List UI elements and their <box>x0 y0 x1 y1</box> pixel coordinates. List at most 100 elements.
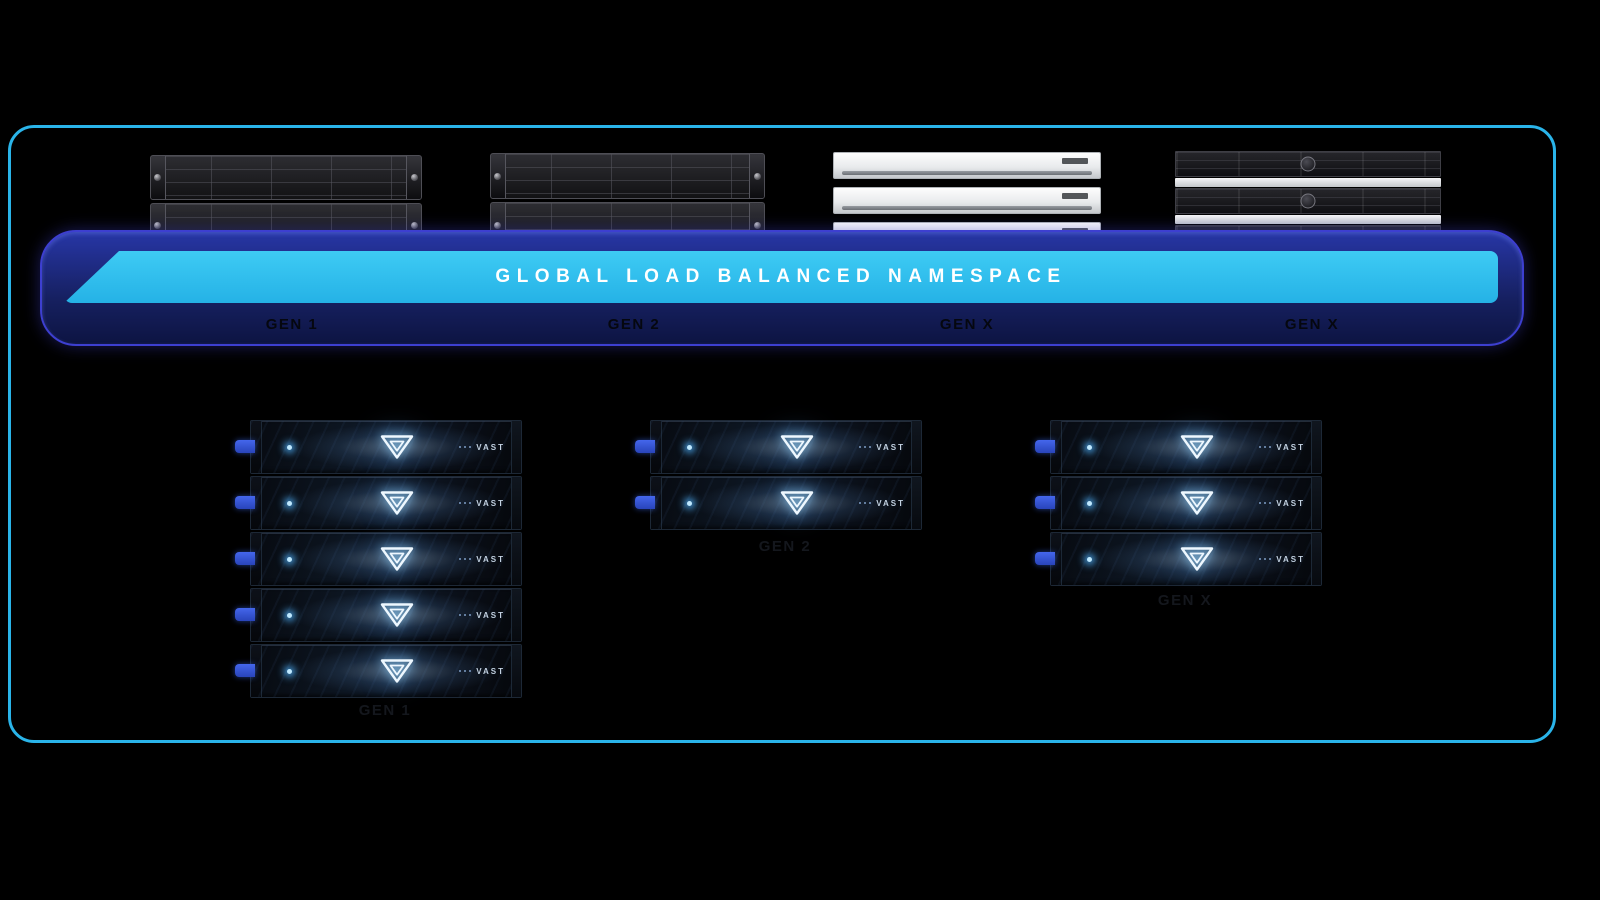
server-unit <box>150 155 422 200</box>
thumbscrew-icon <box>411 174 418 181</box>
storage-unit: VAST <box>235 532 522 586</box>
unit-handle <box>635 440 655 453</box>
thumbscrew-icon <box>754 172 761 180</box>
server-unit <box>833 187 1101 214</box>
vast-logo-icon <box>379 434 415 461</box>
storage-unit: VAST <box>1035 476 1322 530</box>
brand-label: VAST <box>1276 555 1305 564</box>
storage-stack-genx-label: GEN X <box>1157 592 1213 609</box>
namespace-platform: GLOBAL LOAD BALANCED NAMESPACE GEN 1 GEN… <box>40 230 1524 346</box>
vast-dots-icon <box>859 502 871 505</box>
chassis-pattern <box>251 477 521 529</box>
namespace-bar: GLOBAL LOAD BALANCED NAMESPACE <box>64 251 1498 303</box>
storage-unit: VAST <box>635 420 922 474</box>
thumbscrew-icon <box>154 174 161 181</box>
vast-dots-icon <box>459 558 471 561</box>
namespace-title: GLOBAL LOAD BALANCED NAMESPACE <box>495 266 1067 287</box>
vast-dots-icon <box>459 502 471 505</box>
logo-glow <box>1091 536 1302 582</box>
power-led-icon <box>1087 445 1092 450</box>
unit-handle <box>1035 552 1055 565</box>
vast-logo-icon <box>379 546 415 573</box>
unit-handle <box>235 496 255 509</box>
power-led-icon <box>287 501 292 506</box>
vast-logo-icon <box>1179 490 1215 517</box>
brand-row: VAST <box>859 443 905 452</box>
thumbscrew-icon <box>754 221 761 229</box>
logo-glow <box>291 536 502 582</box>
cluster-frame <box>8 125 1556 743</box>
power-led-icon <box>287 557 292 562</box>
brand-label: VAST <box>476 667 505 676</box>
storage-stack-gen1-label: GEN 1 <box>358 702 412 719</box>
unit-handle <box>235 608 255 621</box>
chassis-pattern <box>1051 477 1321 529</box>
brand-row: VAST <box>459 667 505 676</box>
power-led-icon <box>687 445 692 450</box>
power-led-icon <box>1087 501 1092 506</box>
power-led-icon <box>287 669 292 674</box>
thumbscrew-icon <box>154 222 161 229</box>
brand-label: VAST <box>476 499 505 508</box>
brand-row: VAST <box>859 499 905 508</box>
logo-glow <box>1091 424 1302 470</box>
storage-unit: VAST <box>235 644 522 698</box>
unit-handle <box>235 664 255 677</box>
logo-glow <box>291 480 502 526</box>
vast-logo-icon <box>379 658 415 685</box>
brand-row: VAST <box>1259 443 1305 452</box>
chassis-pattern <box>251 421 521 473</box>
dell-logo-icon <box>1300 156 1316 172</box>
server-bezel <box>1175 178 1441 187</box>
unit-handle <box>635 496 655 509</box>
brand-label: VAST <box>876 443 905 452</box>
server-unit <box>1175 188 1441 214</box>
unit-handle <box>235 440 255 453</box>
thumbscrew-icon <box>494 221 501 229</box>
brand-label: VAST <box>476 443 505 452</box>
logo-glow <box>691 424 902 470</box>
storage-unit: VAST <box>235 588 522 642</box>
brand-label: VAST <box>1276 499 1305 508</box>
vast-logo-icon <box>779 434 815 461</box>
storage-stack-gen2: VAST VAST <box>635 420 922 532</box>
chassis-pattern <box>651 477 921 529</box>
power-led-icon <box>287 613 292 618</box>
chassis-pattern <box>251 645 521 697</box>
vast-dots-icon <box>459 670 471 673</box>
platform-label-genx-2: GEN X <box>1284 316 1340 333</box>
logo-glow <box>291 648 502 694</box>
brand-row: VAST <box>459 499 505 508</box>
power-led-icon <box>687 501 692 506</box>
vast-logo-icon <box>1179 546 1215 573</box>
brand-row: VAST <box>1259 555 1305 564</box>
storage-unit: VAST <box>635 476 922 530</box>
storage-stack-gen2-label: GEN 2 <box>758 538 812 555</box>
power-led-icon <box>1087 557 1092 562</box>
brand-label: VAST <box>1276 443 1305 452</box>
unit-handle <box>1035 440 1055 453</box>
storage-unit: VAST <box>235 420 522 474</box>
brand-row: VAST <box>1259 499 1305 508</box>
storage-stack-gen1: VAST VAST <box>235 420 522 700</box>
thumbscrew-icon <box>494 172 501 180</box>
vast-dots-icon <box>859 446 871 449</box>
storage-unit: VAST <box>1035 420 1322 474</box>
power-led-icon <box>287 445 292 450</box>
storage-stack-genx: VAST VAST <box>1035 420 1322 588</box>
chassis-pattern <box>1051 533 1321 585</box>
logo-glow <box>1091 480 1302 526</box>
brand-row: VAST <box>459 555 505 564</box>
platform-label-gen2: GEN 2 <box>607 316 661 333</box>
unit-handle <box>1035 496 1055 509</box>
vast-logo-icon <box>379 490 415 517</box>
brand-row: VAST <box>459 443 505 452</box>
logo-glow <box>291 424 502 470</box>
vast-dots-icon <box>459 614 471 617</box>
dell-logo-icon <box>1300 193 1316 209</box>
storage-unit: VAST <box>1035 532 1322 586</box>
brand-row: VAST <box>459 611 505 620</box>
brand-label: VAST <box>476 555 505 564</box>
server-unit <box>833 152 1101 179</box>
